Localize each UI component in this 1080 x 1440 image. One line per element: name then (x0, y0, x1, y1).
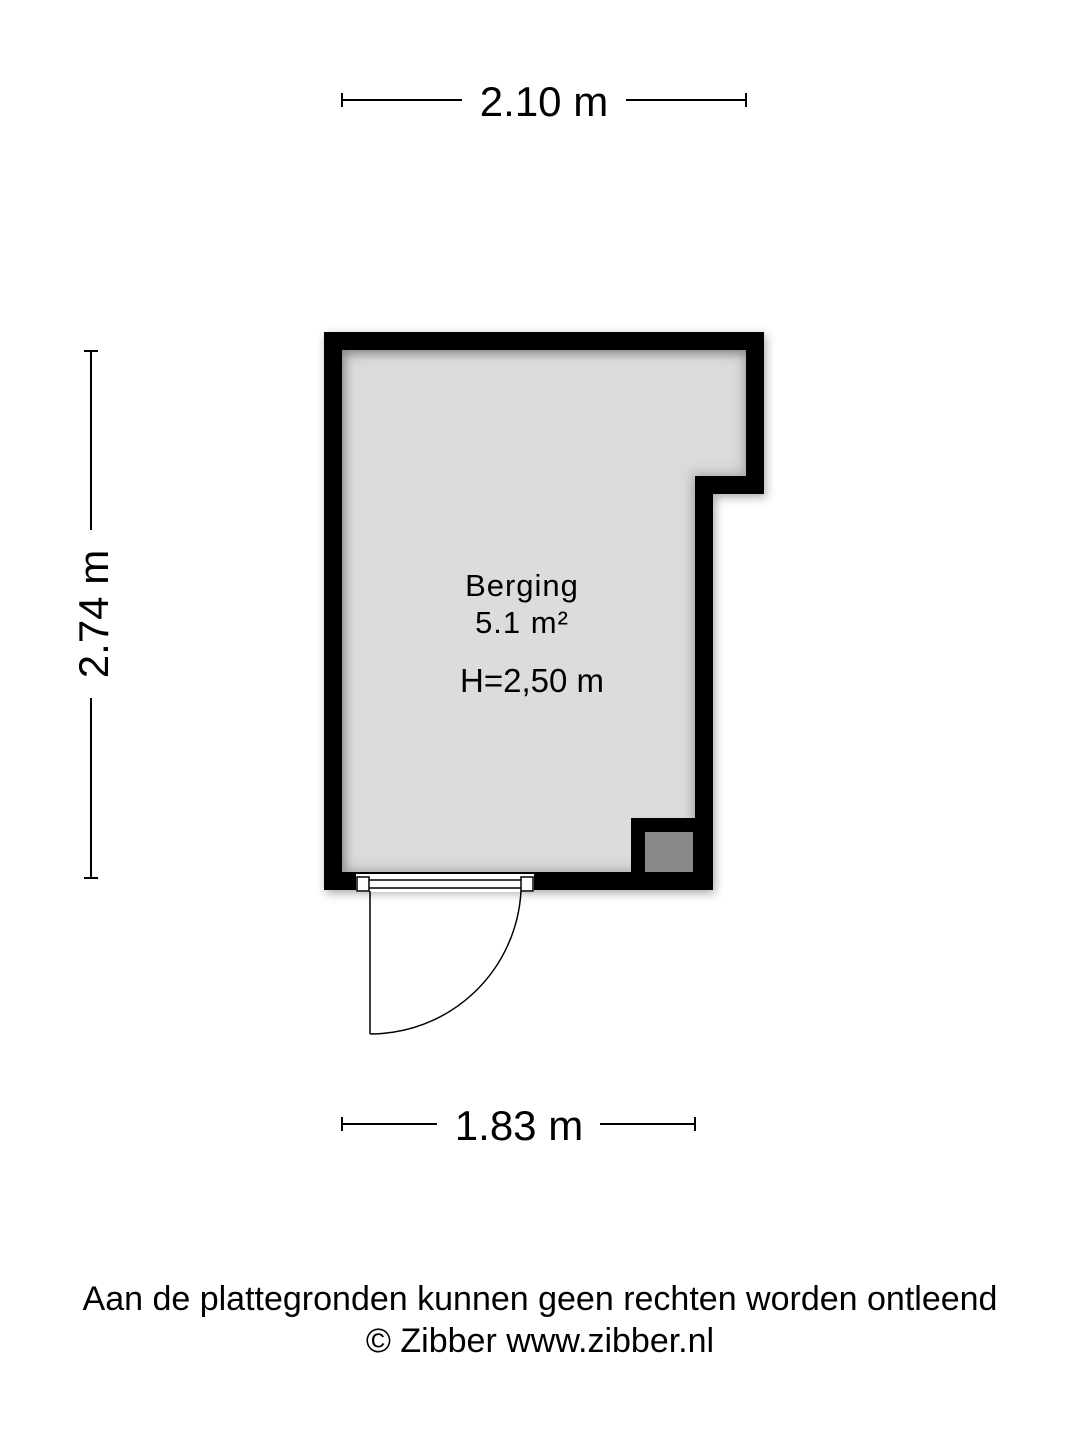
bottom-dimension-label: 1.83 m (455, 1102, 583, 1149)
top-dimension-label: 2.10 m (480, 78, 608, 125)
door-swing-arc (369, 890, 522, 1035)
room-floor (342, 350, 746, 872)
bottom-dimension: 1.83 m (341, 1102, 696, 1149)
door (356, 874, 534, 1035)
room-height: H=2,50 m (460, 662, 604, 699)
shaft-fill (645, 832, 693, 872)
copyright-text: © Zibber www.zibber.nl (365, 1322, 715, 1360)
shaft (631, 818, 695, 872)
left-dimension: 2.74 m (70, 350, 117, 879)
door-frame-right (520, 876, 534, 892)
room-area: 5.1 m² (475, 605, 569, 640)
left-dimension-label: 2.74 m (70, 550, 117, 678)
top-dimension: 2.10 m (341, 78, 747, 125)
door-opening (356, 874, 534, 892)
door-frame-left (356, 876, 370, 892)
disclaimer-text: Aan de plattegronden kunnen geen rechten… (82, 1280, 998, 1318)
room-name: Berging (465, 568, 579, 603)
